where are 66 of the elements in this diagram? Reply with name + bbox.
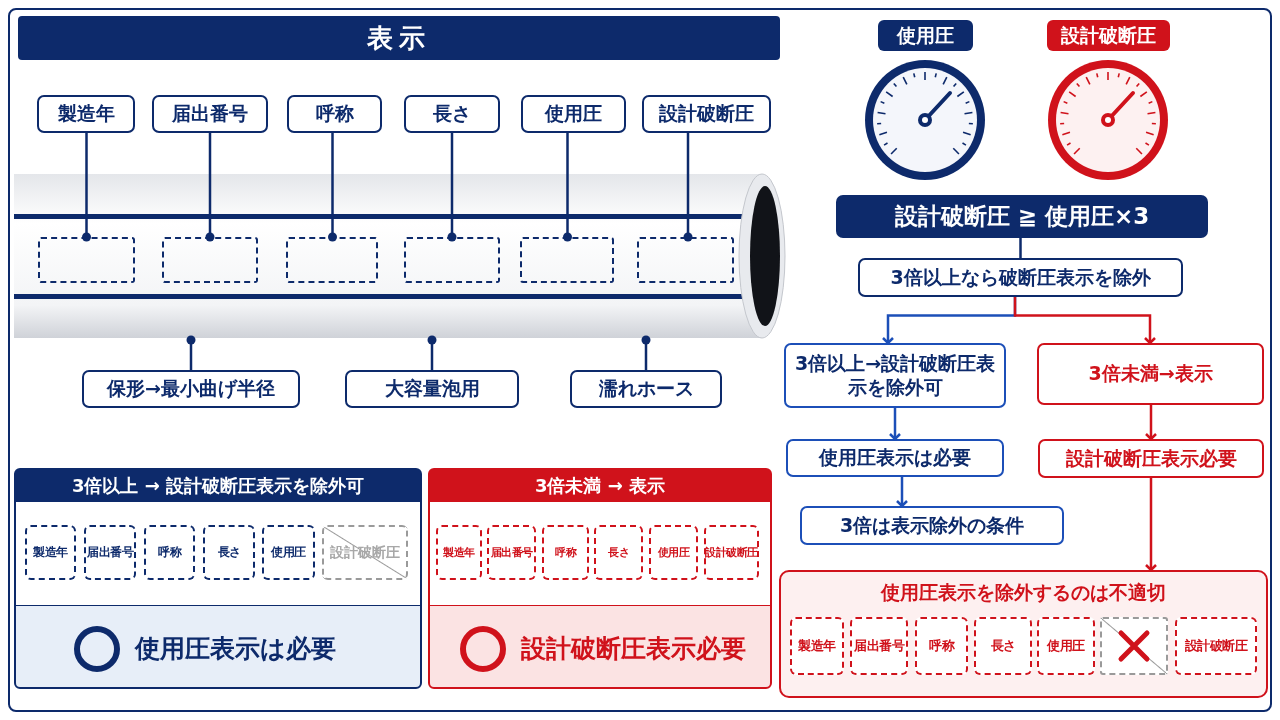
callout-label: 保形→最小曲げ半径	[82, 370, 300, 408]
marking-chip: 届出番号	[84, 525, 136, 580]
marking-chip: 使用圧	[262, 525, 315, 580]
process-box: 3倍は表示除外の条件	[800, 506, 1064, 545]
condition-box: 設計破断圧 ≧ 使用圧×3	[836, 195, 1208, 238]
marking-box	[38, 237, 135, 283]
callout-label: 濡れホース	[570, 370, 722, 408]
process-box: 3倍以上→設計破断圧表示を除外可	[784, 343, 1006, 408]
marking-chip: 呼称	[542, 525, 589, 580]
gauge-badge: 使用圧	[878, 20, 973, 51]
panel-footer-text: 設計破断圧表示必要	[521, 633, 746, 665]
leader-line	[683, 133, 693, 242]
process-box: 3倍未満→表示	[1037, 343, 1264, 405]
process-box: 使用圧表示は必要	[786, 439, 1004, 477]
marking-box	[404, 237, 500, 283]
marking-chip: 使用圧	[1037, 617, 1095, 675]
rule-panel	[428, 468, 772, 689]
leader-line	[205, 133, 215, 242]
callout-label: 大容量泡用	[345, 370, 519, 408]
marking-box	[520, 237, 614, 283]
struck-marking-box	[1100, 617, 1168, 675]
marking-chip: 長さ	[203, 525, 255, 580]
marking-box	[637, 237, 734, 283]
arrow	[888, 408, 902, 441]
callout-label: 長さ	[404, 95, 500, 133]
marking-chip: 設計破断圧	[704, 525, 759, 580]
marking-chip: 呼称	[144, 525, 195, 580]
callout-label: 使用圧	[521, 95, 626, 133]
leader-line	[641, 335, 651, 370]
panel-header: 3倍未満 → 表示	[430, 470, 770, 502]
callout-label: 製造年	[37, 95, 135, 133]
callout-label: 届出番号	[152, 95, 268, 133]
arrow	[1144, 478, 1158, 572]
leader-line	[186, 335, 196, 370]
rule-panel	[14, 468, 422, 689]
marking-chip: 製造年	[436, 525, 482, 580]
callout-label: 呼称	[287, 95, 382, 133]
leader-line	[328, 133, 337, 242]
panel-header: 3倍以上 → 設計破断圧表示を除外可	[16, 470, 420, 502]
panel-footer-text: 使用圧表示は必要	[135, 633, 336, 665]
leader-line	[82, 133, 91, 242]
marking-chip: 長さ	[594, 525, 643, 580]
title-banner: 表示	[18, 16, 780, 60]
marking-chip: 使用圧	[649, 525, 698, 580]
arrow	[1013, 297, 1157, 345]
arrow	[1144, 405, 1158, 441]
leader-line	[427, 335, 437, 370]
process-box: 3倍以上なら破断圧表示を除外	[858, 258, 1183, 297]
leader-line	[563, 133, 572, 242]
marking-chip: 設計破断圧	[1175, 617, 1257, 675]
warning-panel	[779, 570, 1268, 698]
marking-chip: 製造年	[25, 525, 76, 580]
arrow	[895, 477, 909, 508]
leader-line	[447, 133, 457, 242]
marking-chip: 長さ	[974, 617, 1032, 675]
gauge-badge: 設計破断圧	[1047, 20, 1170, 51]
marking-chip: 届出番号	[487, 525, 536, 580]
marking-box	[162, 237, 258, 283]
connector-line	[1019, 238, 1022, 258]
marking-chip: 呼称	[915, 617, 968, 675]
marking-box	[286, 237, 378, 283]
marking-chip: 製造年	[790, 617, 844, 675]
marking-chip: 届出番号	[850, 617, 908, 675]
callout-label: 設計破断圧	[642, 95, 771, 133]
panel-heading: 使用圧表示を除外するのは不適切	[879, 580, 1167, 605]
process-box: 設計破断圧表示必要	[1038, 439, 1264, 478]
